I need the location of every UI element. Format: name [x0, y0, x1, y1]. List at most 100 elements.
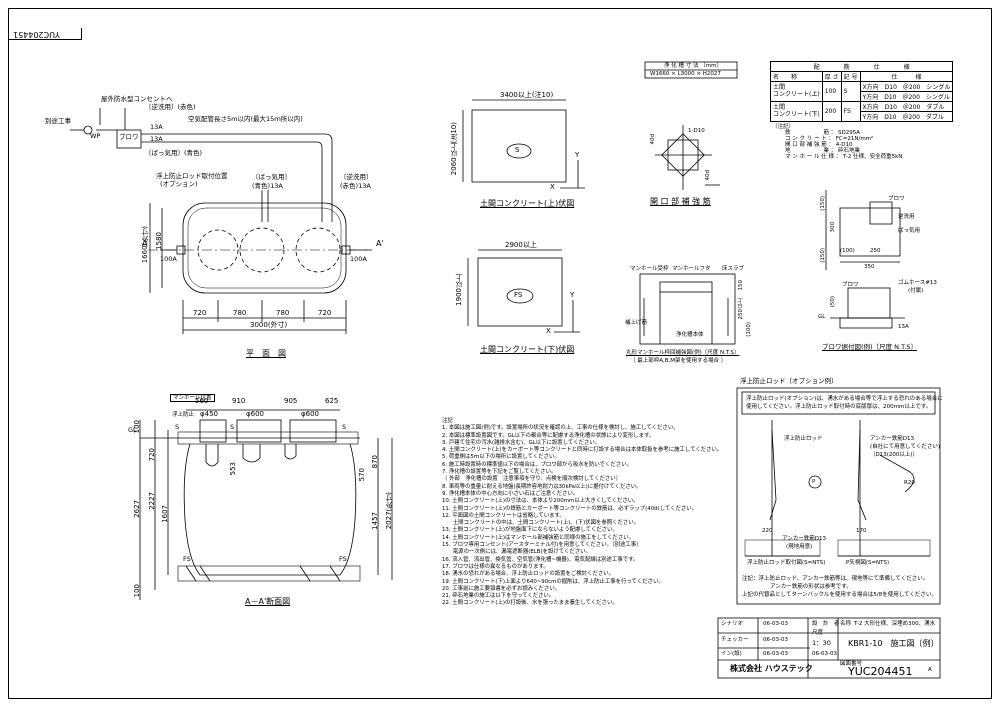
blower-reverse: 逆洗用 [898, 214, 915, 220]
float-option-label-right: P矢視図(S=NTS) [846, 560, 890, 566]
float-option-desc1: 浮上防止ロッド(オプション)は、湧水がある場合等で浮上する恐れのある場合に [746, 396, 943, 402]
section-dim-625: 625 [325, 397, 339, 405]
tb-r2a: チェッカー [721, 637, 749, 643]
section-s-mid: S [230, 423, 235, 431]
plan-dim-780b: 780 [276, 309, 290, 317]
manhole-cover: マンホールフタ [672, 266, 711, 272]
blower-dim-150b: (150) [820, 248, 826, 263]
section-dim-870: 870 [371, 455, 379, 469]
note-item: 22. 土間コンクリート(上)の打設後、水を張ったまま養生してください。 [442, 600, 618, 607]
opening-rebar-title: 開 口 部 補 強 筋 [650, 197, 711, 206]
blower-hose: ゴムホース#13 [898, 280, 937, 286]
note-item: 3. 戸建て住宅の汚水(雑排水含む)、GL以下に設置してください。 [442, 439, 601, 446]
spec-row2-x: X方向 D10 ＠200 ダブル [859, 101, 954, 112]
section-dim-2027: 2027(外寸) [385, 492, 393, 530]
float-option-anchor2: (自社にて用意してください) [870, 444, 940, 450]
plan-reverse-mid: 〔逆洗用〕 [340, 173, 373, 181]
manhole-top-slab: 床スラブ [722, 266, 745, 272]
note-item: 13. 土間コンクリート(上)が地盤面下にならないよう配慮してください。 [442, 527, 618, 534]
tb-company: 株式会社 ハウステック [730, 664, 813, 673]
manhole-rebar: 補上げ筋 [625, 320, 648, 326]
spec-row1-thick: 100 [821, 81, 842, 102]
float-option-d13: 〔D13(200以上)〕 [870, 452, 919, 458]
spec-note-item: 鉄 筋 ： SD295A [785, 130, 860, 136]
blower-dim-250: 250 [870, 248, 881, 254]
section-manhole-pos: マンホール位置 [170, 394, 215, 403]
upper-slab-y: Y [575, 151, 580, 159]
spec-row1-x: X方向 D10 ＠200 シングル [859, 81, 954, 92]
tb-name1: T-2 大形仕様、深埋め300、湧水 [854, 621, 936, 627]
lower-slab-rect [477, 257, 563, 327]
tank-size-value: W1660 × L3000 × H2027 [650, 71, 721, 77]
opening-rebar-40d-a: 40d [650, 134, 656, 145]
drawing-sheet [8, 8, 992, 699]
plan-pipe-100a-left: 100A [160, 255, 177, 263]
plan-manhole-3 [295, 227, 341, 273]
float-option-r20: R20 [904, 480, 915, 486]
plan-air-pipe-note: 空気配管長さ5m以内(最大15ｍ所以内) [188, 115, 303, 123]
blower-title: ブロワ据付図(例)〔尺度 N.T.S〕 [822, 343, 917, 351]
manhole-note: （ 最上部枠A,B,M架を使用する場合 ） [630, 358, 727, 364]
float-option-anchor: アンカー鉄筋D13 [870, 436, 915, 442]
note-item: 21. 砕石地業の施工は以下を守ってください。 [442, 593, 555, 600]
note-item: 7. 浄化槽の設置等を下記をご覧してください。 [442, 469, 557, 476]
plan-ground-work: 別途工事 [45, 117, 71, 125]
blower-hose2: (付属) [908, 288, 924, 294]
tb-mid-a: 設 計 者 [812, 621, 840, 627]
float-option-note1: 注記：浮上防止ロッド、アンカー鉄筋等は、現地等にて準備してください。 [742, 576, 929, 582]
section-dim-560: 560 [195, 397, 209, 405]
spec-row2-y: Y方向 D10 ＠200 ダブル [859, 111, 954, 122]
upper-slab-rect [471, 109, 567, 183]
spec-col2: 厚 さ [821, 71, 842, 82]
upper-slab-height: 2060以上(注10) [450, 122, 458, 176]
drawing-number-tab: YUC204451 [8, 28, 82, 40]
plan-pipe-100a-right: 100A [350, 255, 367, 263]
spec-note-item: 開 口 部 補 強 筋 ： 4-D10 [785, 142, 853, 149]
spec-row2-name2: コンクリート(下) [773, 110, 820, 118]
note-item: 2. 本図は標準設置図です。GL以下の都合等に配慮する浄化槽の状態により変形しま… [442, 432, 655, 439]
plan-external-outlet: 屋外防水型コンセントへ [101, 95, 173, 103]
lower-slab-x: X [546, 327, 551, 335]
spec-note-item: コ ン ク リ ー ト ： FC=21N/mm² [785, 136, 874, 143]
section-dim-570: 570 [358, 468, 366, 482]
float-option-label-left: 浮上防止ロッド取付図(S=NTS) [747, 560, 826, 566]
tb-r3a: イン(設) [721, 651, 742, 657]
section-fs-left: FS [183, 555, 191, 563]
tb-date2: 06-03-03 [812, 651, 837, 657]
plan-aeration-mid: 〔ばっ気用〕 [252, 173, 291, 181]
float-option-anchor3b: (現地用意) [786, 544, 813, 550]
plan-wp: WP [90, 132, 101, 140]
manhole-title: 丸形マンホール枠回補強図(例)〔尺度 N.T.S〕 [626, 350, 740, 356]
section-tank-body [183, 443, 357, 576]
section-dim-100b: 100 [133, 584, 141, 598]
blower-dim-350: 350 [864, 264, 875, 270]
plan-pipe-13a-2: 13A [150, 135, 163, 143]
general-notes: 注記 1. 本図は施工図(例)です。設置場所の状況を確認の上、工事の仕様を検討し… [442, 418, 722, 608]
plan-dim-1660: 1660(外寸) [141, 226, 149, 264]
blower-label2: ブロワ [842, 282, 859, 288]
plan-dim-3000: 3000(外寸) [250, 321, 288, 329]
tank-size-header: 浄 化 槽 寸 法 〔mm〕 [664, 63, 722, 69]
blower-label: ブロワ [888, 196, 905, 202]
tb-r1b: 06-03-03 [763, 621, 788, 627]
section-view-title: A－A'断面図 [245, 597, 291, 606]
note-item: 土間コンクリートの中は、土間コンクリート(上)、(下)伏図を参照ください。 [442, 520, 640, 527]
opening-rebar-rebar: 1-D10 [688, 128, 705, 134]
float-option-170: 170 [856, 528, 867, 534]
section-dim-2627: 2627 [133, 500, 141, 518]
section-phi600b: φ600 [301, 410, 319, 418]
upper-slab-x: X [550, 183, 555, 191]
spec-row2-mark: FS [840, 101, 861, 122]
section-dim-905: 905 [284, 397, 298, 405]
float-option-desc2: 使用してください。浮上防止ロッド取付時の底版厚は、200mm以上です。 [746, 404, 932, 410]
spec-row2-name: 土間 [773, 103, 786, 111]
tb-drawing-head: 図面番号 [840, 661, 863, 667]
tb-model: KBR1-10 施工図〔例〕 [848, 639, 939, 648]
spec-table: 配 筋 仕 様 名 称 厚 さ 記 号 仕 様 土間コンクリート(上) 100 … [769, 61, 954, 122]
float-option-note2: アンカー鉄筋の形状は参考です。 [770, 584, 852, 590]
tb-scale: 1：30 [812, 639, 831, 647]
note-item: 11. 土間コンクリート(上)の鉄筋とカーポート等コンクリートの鉄筋は、必ずラッ… [442, 505, 698, 512]
note-item: 5. 荷重側は5ｍ以下の場所に設置してください。 [442, 454, 560, 461]
notes-head: 注記 [442, 418, 453, 424]
